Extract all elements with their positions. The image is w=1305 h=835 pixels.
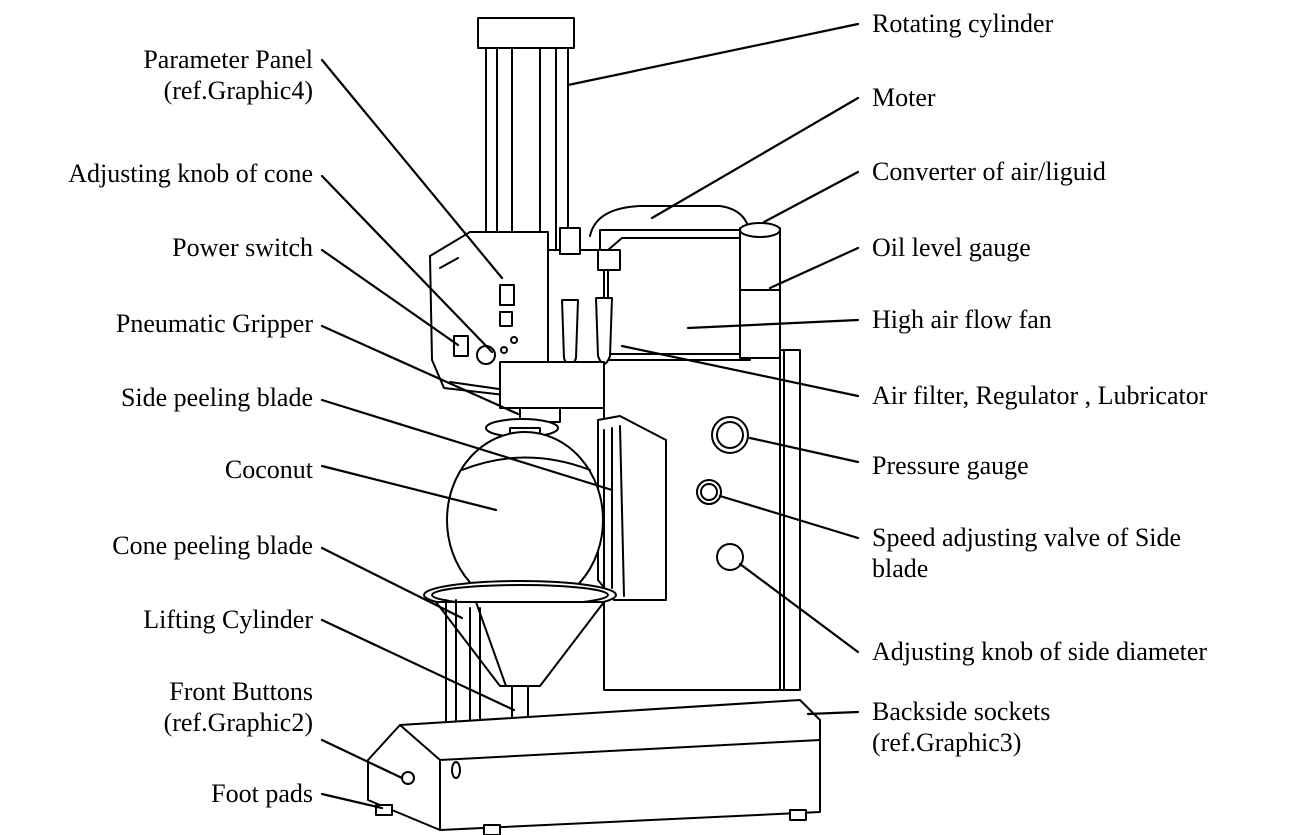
pneumatic-gripper-shape (485, 361, 605, 445)
leader-adjusting-knob-side (738, 562, 860, 654)
leader-oil-level-gauge (768, 246, 860, 290)
label-pneumatic-gripper: Pneumatic Gripper (115, 309, 313, 338)
leader-high-air-flow-fan (686, 318, 860, 330)
label-converter: Converter of air/liguid (872, 157, 1106, 186)
base-shape (367, 699, 821, 831)
speed-valve-shape (696, 479, 722, 505)
moter-shape (589, 205, 751, 361)
converter-shape (739, 222, 781, 359)
leader-foot-pads (320, 792, 384, 810)
leader-cone-peeling-blade (320, 546, 464, 620)
leader-pressure-gauge (748, 436, 860, 464)
leader-backside-sockets (806, 710, 860, 716)
label-power-switch: Power switch (172, 233, 313, 262)
label-adjusting-knob-cone: Adjusting knob of cone (68, 159, 313, 188)
leader-converter (762, 170, 860, 224)
leader-lines-left (320, 58, 614, 810)
pressure-gauge-shape (711, 416, 749, 454)
side-peeling-blade-shape (597, 415, 667, 601)
label-parameter-panel: Parameter Panel (ref.Graphic4) (143, 45, 313, 105)
leader-moter (650, 96, 860, 220)
label-moter: Moter (872, 83, 936, 112)
leader-lifting-cylinder (320, 618, 516, 712)
label-backside-sockets: Backside sockets (ref.Graphic3) (872, 697, 1051, 757)
parameter-panel-shape (429, 231, 549, 401)
label-coconut: Coconut (224, 455, 313, 484)
label-adjusting-knob-side: Adjusting knob of side diameter (872, 637, 1208, 666)
label-speed-adjusting-valve: Speed adjusting valve of Side blade (872, 523, 1182, 583)
label-rotating-cylinder: Rotating cylinder (872, 9, 1054, 38)
leader-rotating-cylinder (566, 22, 860, 87)
label-front-buttons: Front Buttons (ref.Graphic2) (163, 677, 313, 737)
cone-peeling-blade-shape (423, 580, 617, 687)
foot-pads-shape (375, 804, 807, 835)
label-air-filter: Air filter, Regulator , Lubricator (872, 381, 1208, 410)
label-foot-pads: Foot pads (211, 779, 313, 808)
label-oil-level-gauge: Oil level gauge (872, 233, 1031, 262)
rotating-cylinder-shape (477, 17, 575, 261)
label-lifting-cylinder: Lifting Cylinder (143, 605, 313, 634)
leader-coconut (320, 464, 498, 512)
lifting-cylinder-shape (445, 599, 529, 726)
label-side-peeling-blade: Side peeling blade (120, 383, 313, 412)
side-diameter-knob-shape (716, 543, 744, 571)
air-filter-shape (547, 227, 621, 369)
leader-front-buttons (320, 738, 404, 780)
leader-speed-adjusting-valve (718, 494, 860, 540)
leader-adjusting-knob-cone (320, 174, 494, 354)
leader-side-peeling-blade (320, 398, 614, 492)
leader-pneumatic-gripper (320, 324, 520, 416)
label-cone-peeling-blade: Cone peeling blade (112, 531, 313, 560)
leader-parameter-panel (320, 58, 504, 280)
leader-air-filter (620, 344, 860, 398)
leader-lines-right (566, 22, 860, 716)
label-high-air-flow-fan: High air flow fan (872, 305, 1052, 334)
leader-power-switch (320, 248, 460, 347)
label-pressure-gauge: Pressure gauge (872, 451, 1029, 480)
